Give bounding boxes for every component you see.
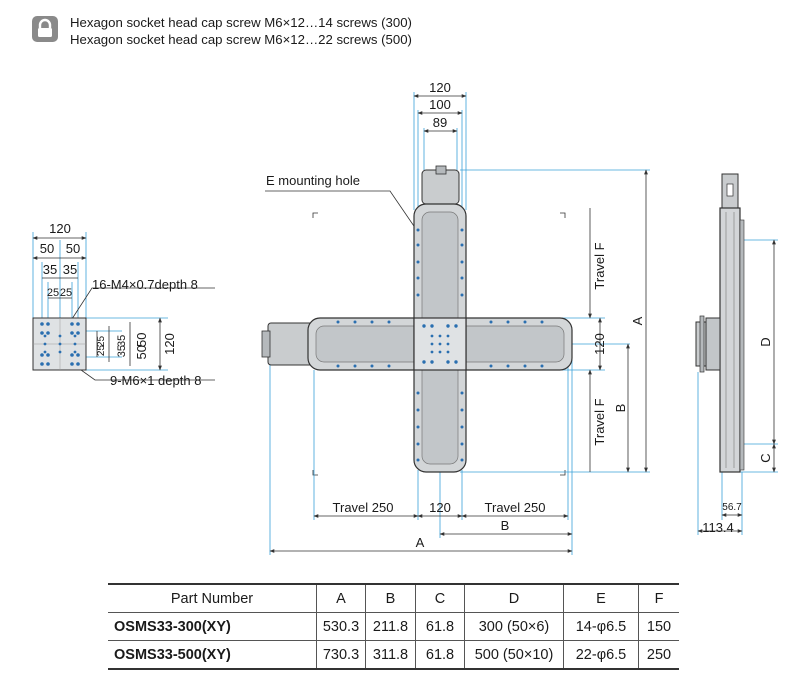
side-view — [695, 173, 778, 535]
left-dim-35a: 35 — [43, 262, 57, 277]
spec-table: Part Number A B C D E F OSMS33-300(XY) 5… — [108, 583, 679, 670]
top-dim-89: 89 — [433, 115, 447, 130]
left-dim-25a: 25 — [47, 287, 59, 299]
top-h-120: 120 — [429, 500, 451, 515]
top-view — [261, 92, 650, 555]
tapped-holes-label: 16-M4×0.7depth 8 — [92, 277, 198, 292]
travel-250-left: Travel 250 — [333, 500, 394, 515]
travel-f-lower: Travel F — [592, 398, 607, 445]
header-b: B — [365, 583, 416, 613]
left-dim-50b: 50 — [66, 241, 80, 256]
left-v-35b: 35 — [116, 335, 128, 347]
cell-a: 730.3 — [316, 640, 366, 670]
screw-note-lines: Hexagon socket head cap screw M6×12…14 s… — [70, 14, 412, 48]
left-v-35a: 35 — [116, 345, 128, 357]
screw-note-line-300: Hexagon socket head cap screw M6×12…14 s… — [70, 15, 412, 30]
travel-f-upper: Travel F — [592, 242, 607, 289]
cell-d: 300 (50×6) — [464, 612, 564, 641]
carriage-plate-view — [32, 232, 215, 381]
screw-note-line-500: Hexagon socket head cap screw M6×12…22 s… — [70, 32, 412, 47]
cell-f: 250 — [638, 640, 679, 670]
side-d-label: D — [758, 337, 773, 346]
travel-250-right: Travel 250 — [485, 500, 546, 515]
mounting-hole-label: E mounting hole — [266, 173, 360, 188]
lock-icon — [32, 16, 58, 42]
top-a-horizontal: A — [416, 535, 425, 550]
top-b-vertical: B — [613, 404, 628, 413]
header-a: A — [316, 583, 366, 613]
cell-a: 530.3 — [316, 612, 366, 641]
cell-f: 150 — [638, 612, 679, 641]
side-c-label: C — [758, 453, 773, 462]
left-v-120: 120 — [162, 333, 177, 355]
cell-e: 22-φ6.5 — [563, 640, 639, 670]
part-number: OSMS33-500(XY) — [108, 640, 317, 670]
top-b-horizontal: B — [501, 518, 510, 533]
spec-header-row: Part Number A B C D E F — [108, 583, 679, 613]
left-dim-35b: 35 — [63, 262, 77, 277]
cell-c: 61.8 — [415, 640, 465, 670]
cell-b: 211.8 — [365, 612, 416, 641]
side-dim-113-4: 113.4 — [702, 520, 734, 535]
left-v-25a: 25 — [96, 345, 107, 357]
top-dim-120: 120 — [429, 80, 451, 95]
header-c: C — [415, 583, 465, 613]
side-dim-56-7: 56.7 — [722, 502, 742, 513]
table-row: OSMS33-500(XY) 730.3 311.8 61.8 500 (50×… — [108, 640, 679, 670]
left-dim-25b: 25 — [60, 287, 72, 299]
cell-c: 61.8 — [415, 612, 465, 641]
top-v-120: 120 — [592, 333, 607, 355]
header-d: D — [464, 583, 564, 613]
top-a-vertical: A — [630, 316, 645, 325]
left-v-25b: 25 — [96, 335, 107, 347]
left-v-50b: 50 — [134, 333, 149, 347]
left-v-50a: 50 — [134, 345, 149, 359]
header-part-number: Part Number — [108, 583, 317, 613]
top-dim-100: 100 — [429, 97, 451, 112]
left-dim-120: 120 — [49, 221, 71, 236]
part-number: OSMS33-300(XY) — [108, 612, 317, 641]
header-f: F — [638, 583, 679, 613]
center-holes-label: 9-M6×1 depth 8 — [110, 373, 201, 388]
technical-drawing: 120 50 50 35 35 25 25 16-M4×0.7depth 8 2… — [32, 80, 778, 555]
left-dim-50a: 50 — [40, 241, 54, 256]
cell-b: 311.8 — [365, 640, 416, 670]
table-row: OSMS33-300(XY) 530.3 211.8 61.8 300 (50×… — [108, 612, 679, 641]
cell-e: 14-φ6.5 — [563, 612, 639, 641]
cell-d: 500 (50×10) — [464, 640, 564, 670]
header-e: E — [563, 583, 639, 613]
